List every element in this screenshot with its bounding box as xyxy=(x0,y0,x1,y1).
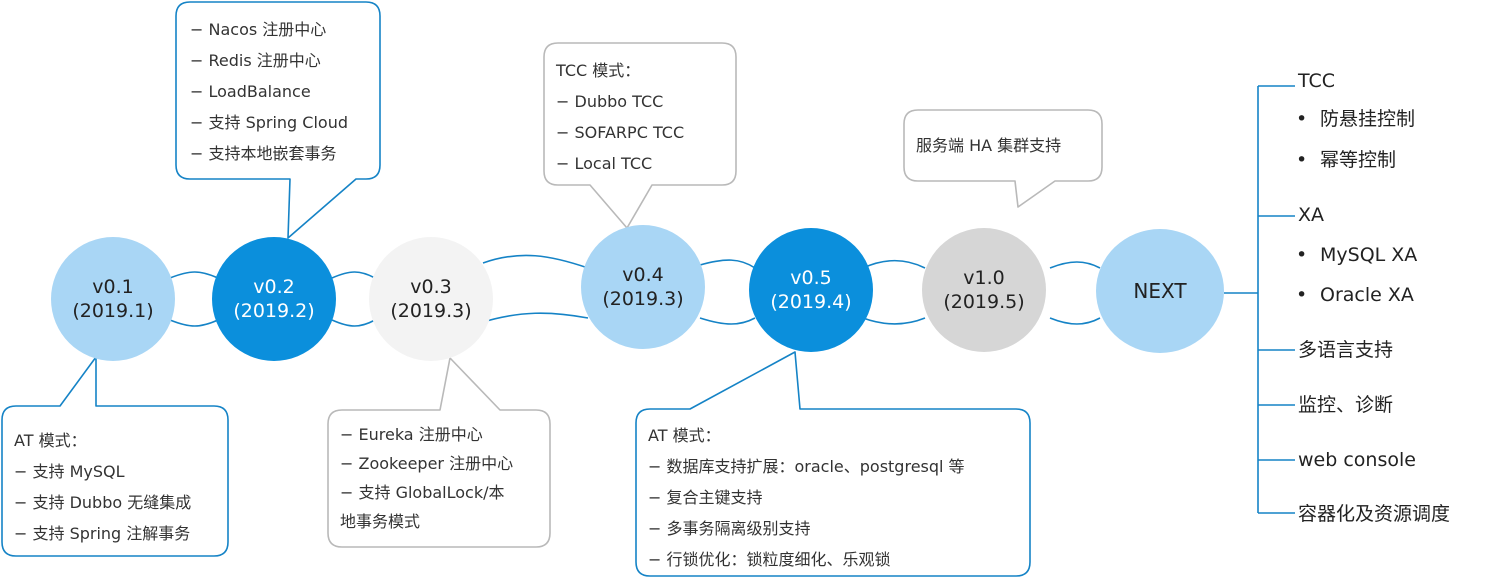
callout-v10-bubble xyxy=(903,109,1103,208)
version-date: (2019.1) xyxy=(72,300,154,322)
callout-line: − 支持 MySQL xyxy=(14,462,125,481)
callout-v04-text: TCC 模式： − Dubbo TCC − SOFARPC TCC − Loca… xyxy=(556,55,684,179)
version-node-v10: v1.0 (2019.5) xyxy=(922,228,1046,352)
version-node-v02: v0.2 (2019.2) xyxy=(212,237,336,361)
callout-line: − LoadBalance xyxy=(190,82,311,101)
callout-line: − 支持 GlobalLock/本 xyxy=(340,483,505,502)
callout-line: − 支持 Spring Cloud xyxy=(190,113,349,132)
version-date: (2019.5) xyxy=(943,291,1025,313)
next-subitem: • 防悬挂控制 xyxy=(1296,107,1415,131)
timeline-connectors xyxy=(169,254,1101,327)
version-node-v04: v0.4 (2019.3) xyxy=(581,225,705,349)
callout-line: − Nacos 注册中心 xyxy=(190,20,327,39)
callout-line: − Local TCC xyxy=(556,154,653,173)
callout-v05-text: AT 模式： − 数据库支持扩展：oracle、postgresql 等 − 复… xyxy=(648,420,965,575)
version-node-v03: v0.3 (2019.3) xyxy=(369,237,493,361)
callout-v01-bubble xyxy=(1,356,229,557)
version-label: v0.1 xyxy=(92,276,134,298)
callout-line: − 数据库支持扩展：oracle、postgresql 等 xyxy=(648,457,965,476)
callout-v04-bubble xyxy=(543,42,737,229)
callout-line: − Dubbo TCC xyxy=(556,92,664,111)
callout-line: − Redis 注册中心 xyxy=(190,51,321,70)
callout-line: − Eureka 注册中心 xyxy=(340,425,483,444)
next-item-xa: XA xyxy=(1298,204,1325,226)
next-item-monitoring: 监控、诊断 xyxy=(1298,394,1394,416)
callout-line: TCC 模式： xyxy=(556,61,641,80)
callout-line: − 复合主键支持 xyxy=(648,488,763,507)
version-date: (2019.4) xyxy=(770,291,852,313)
next-item-containerization: 容器化及资源调度 xyxy=(1298,503,1451,525)
next-subitem-label: MySQL XA xyxy=(1320,244,1418,266)
version-date: (2019.2) xyxy=(233,300,315,322)
callout-v10-text: 服务端 HA 集群支持 xyxy=(916,130,1061,161)
bullet-icon: • xyxy=(1296,149,1308,171)
bullet-icon: • xyxy=(1296,244,1308,266)
version-node-v01: v0.1 (2019.1) xyxy=(51,237,175,361)
next-subitem: • Oracle XA xyxy=(1296,283,1414,307)
callout-line: − 支持 Dubbo 无缝集成 xyxy=(14,493,192,512)
callout-line: − 多事务隔离级别支持 xyxy=(648,519,811,538)
version-label: v0.5 xyxy=(790,267,832,289)
callout-v01-text: AT 模式： − 支持 MySQL − 支持 Dubbo 无缝集成 − 支持 S… xyxy=(14,425,191,549)
callout-line: 地事务模式 xyxy=(340,512,421,531)
callout-v02-bubble xyxy=(175,1,381,239)
callout-v05-bubble xyxy=(635,351,1031,577)
next-item-tcc: TCC xyxy=(1298,70,1336,92)
callout-line: AT 模式： xyxy=(648,426,721,445)
next-item-multilang: 多语言支持 xyxy=(1298,339,1394,361)
version-label: v1.0 xyxy=(963,267,1005,289)
version-label: v0.4 xyxy=(622,264,664,286)
callout-v02-text: − Nacos 注册中心 − Redis 注册中心 − LoadBalance … xyxy=(190,14,348,169)
next-tree-lines xyxy=(1224,85,1295,514)
callout-line: 服务端 HA 集群支持 xyxy=(916,136,1062,155)
callout-line: − 支持本地嵌套事务 xyxy=(190,144,337,163)
version-label: v0.3 xyxy=(410,276,452,298)
next-subitem-label: Oracle XA xyxy=(1320,284,1414,306)
version-date: (2019.3) xyxy=(390,300,472,322)
callout-line: − Zookeeper 注册中心 xyxy=(340,454,514,473)
bullet-icon: • xyxy=(1296,284,1308,306)
callout-line: − SOFARPC TCC xyxy=(556,123,685,142)
callout-line: − 行锁优化：锁粒度细化、乐观锁 xyxy=(648,550,891,569)
version-node-next: NEXT xyxy=(1096,229,1224,353)
next-subitem: • 幂等控制 xyxy=(1296,148,1396,172)
next-subitem: • MySQL XA xyxy=(1296,243,1417,267)
next-item-web-console: web console xyxy=(1298,449,1416,471)
next-subitem-label: 防悬挂控制 xyxy=(1320,108,1416,130)
version-date: (2019.3) xyxy=(602,288,684,310)
callout-v03-bubble xyxy=(327,357,551,548)
version-label: NEXT xyxy=(1133,279,1187,303)
callout-line: AT 模式： xyxy=(14,431,87,450)
next-subitem-label: 幂等控制 xyxy=(1320,149,1397,171)
version-node-v05: v0.5 (2019.4) xyxy=(749,228,873,352)
version-label: v0.2 xyxy=(253,276,295,298)
callout-v03-text: − Eureka 注册中心 − Zookeeper 注册中心 − 支持 Glob… xyxy=(340,420,513,536)
callout-line: − 支持 Spring 注解事务 xyxy=(14,524,191,543)
bullet-icon: • xyxy=(1296,108,1308,130)
